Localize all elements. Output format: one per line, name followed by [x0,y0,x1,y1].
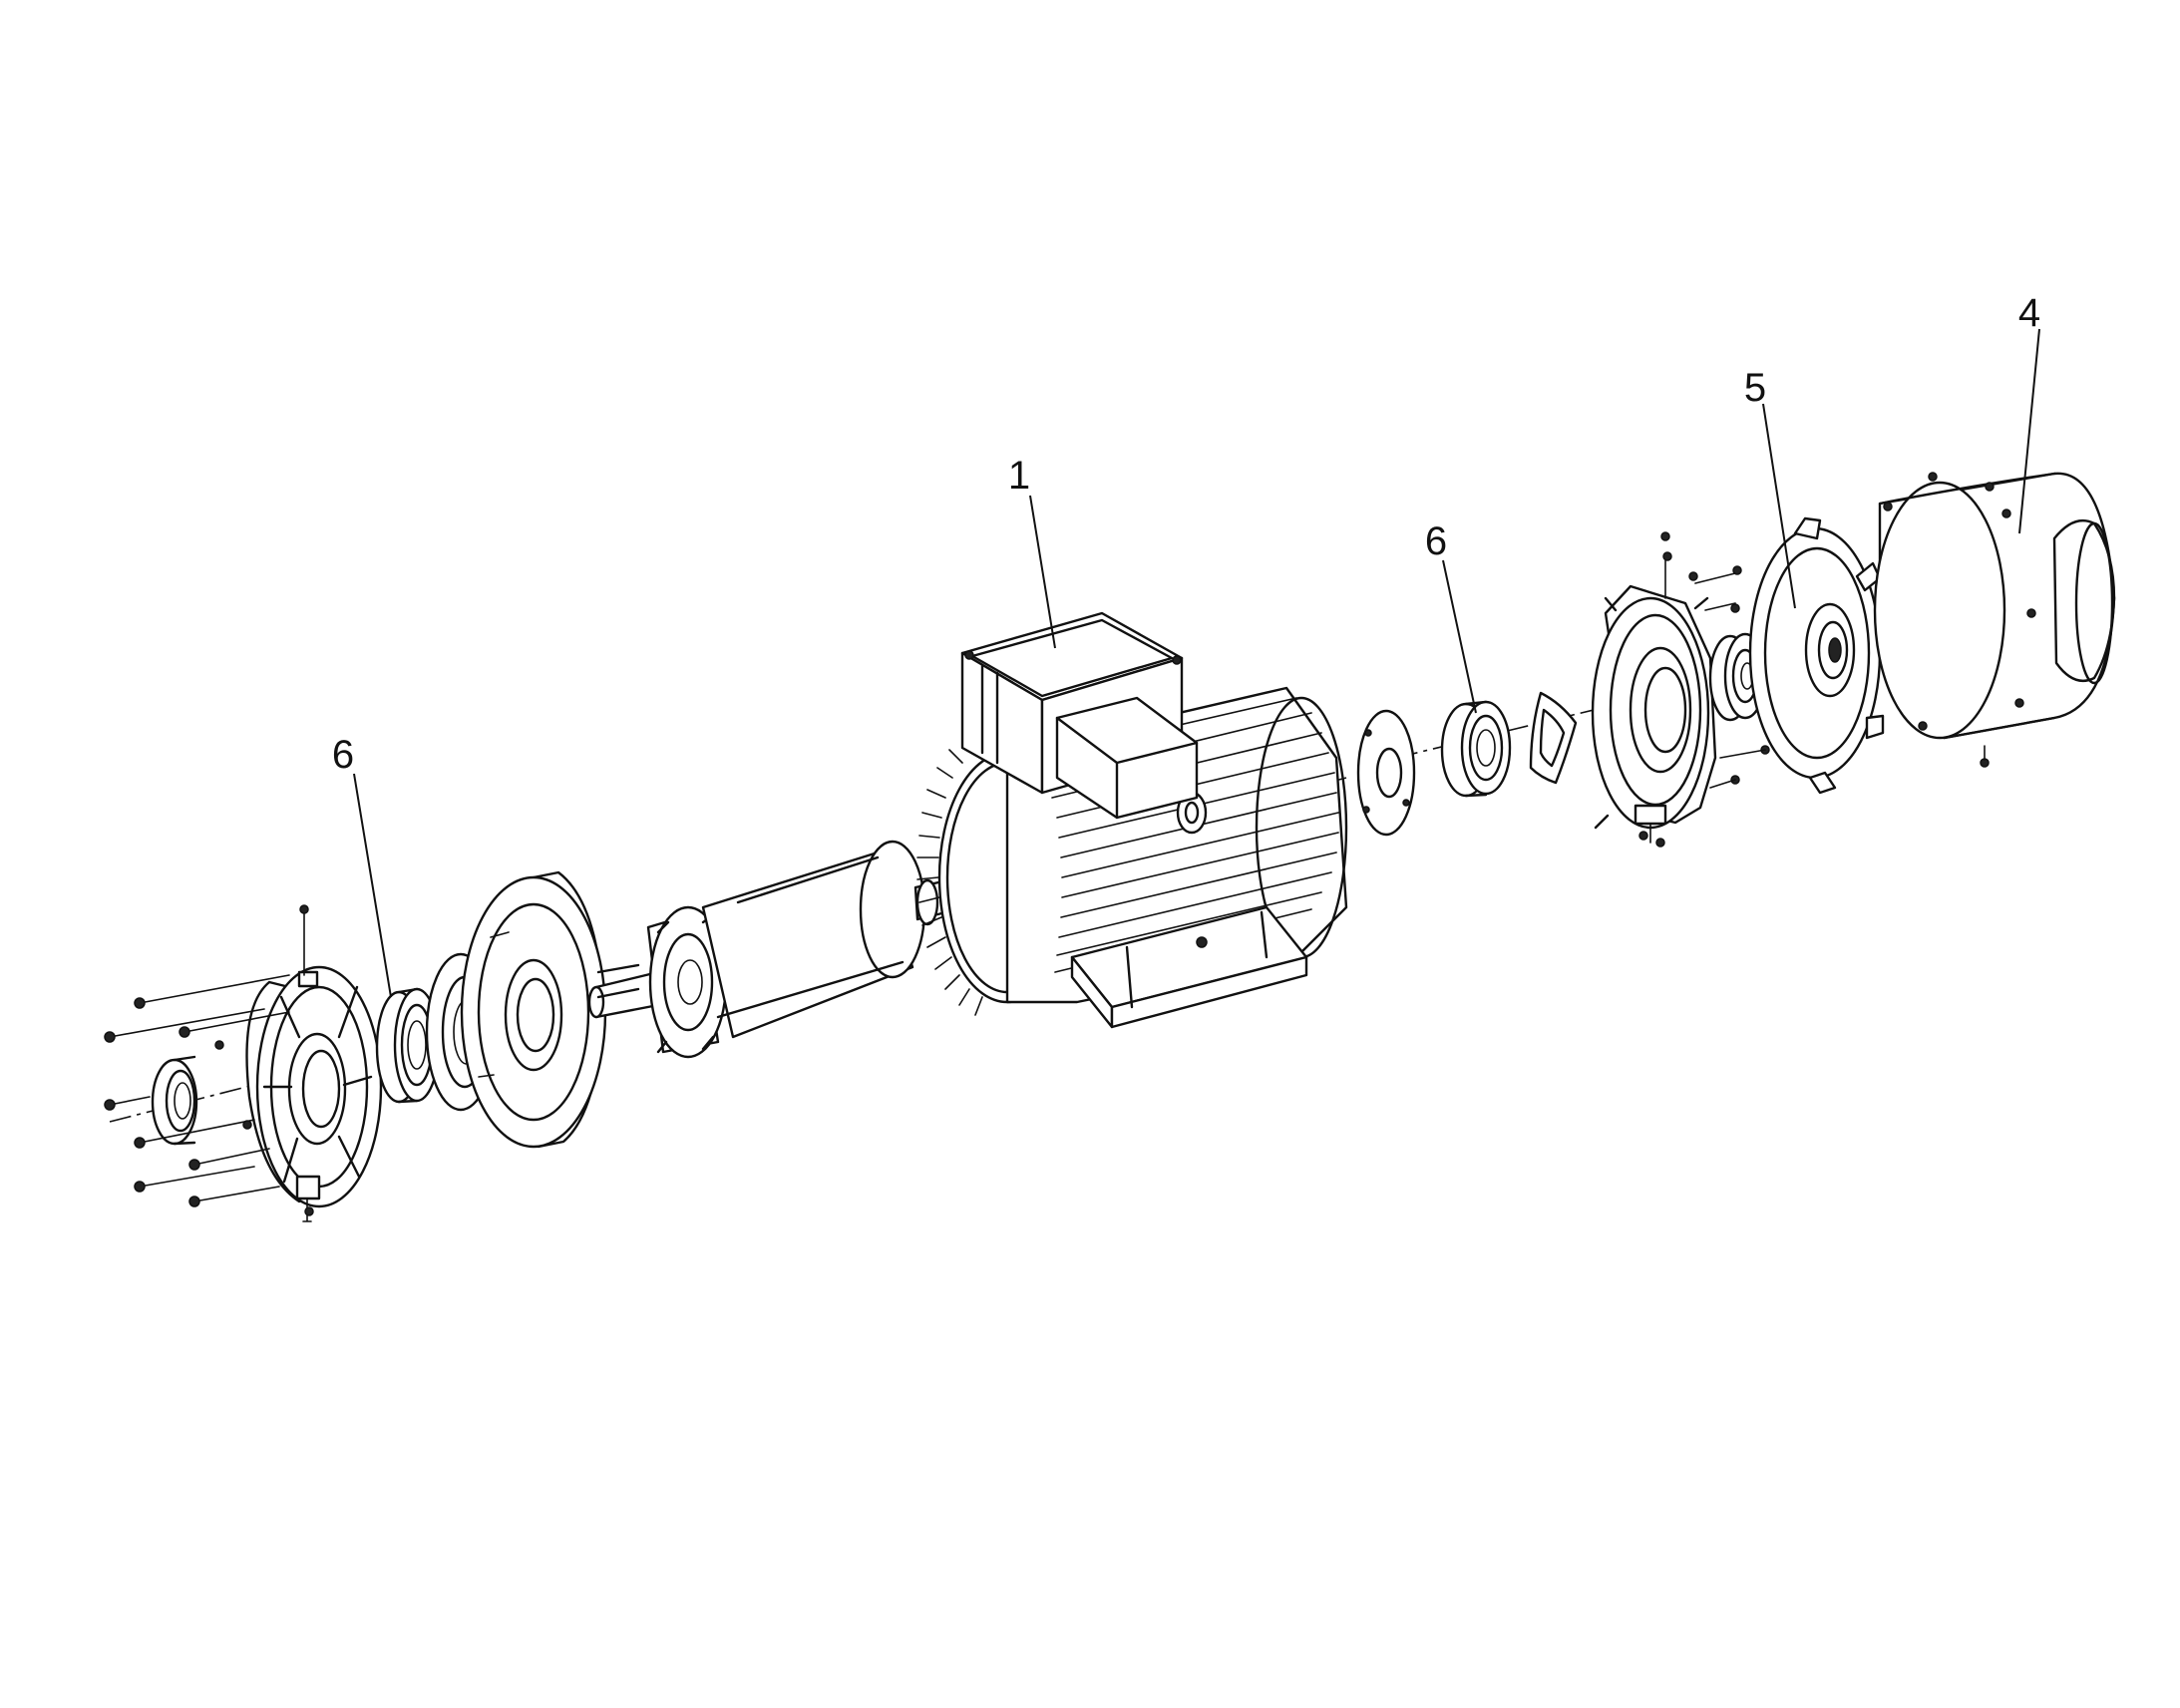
bearing-cover-right [1356,709,1416,837]
leader-6-right [1442,559,1477,714]
leader-lines [353,328,2040,998]
flange-disc [460,870,607,1149]
leader-5 [1762,403,1796,609]
leader-4 [2018,328,2040,534]
fan-cover [1873,472,2116,768]
spring-washer [1529,691,1578,785]
callout-motor-housing: 1 [1008,454,1030,498]
motor-housing [916,611,1348,1029]
callout-bearing-left: 6 [332,733,354,777]
callout-fan: 5 [1744,366,1766,410]
bearing-right [1440,700,1512,798]
fan [1748,516,1885,795]
bolts-right [1638,531,1770,848]
bolts-left [104,904,314,1216]
callout-fan-cover: 4 [2018,291,2040,335]
callout-bearing-right: 6 [1425,519,1447,563]
leader-1 [1029,495,1056,649]
end-shield-right [1591,557,1736,844]
leader-6-left [353,773,392,998]
end-cap-left [151,1055,198,1146]
end-shield-left [245,965,383,1222]
